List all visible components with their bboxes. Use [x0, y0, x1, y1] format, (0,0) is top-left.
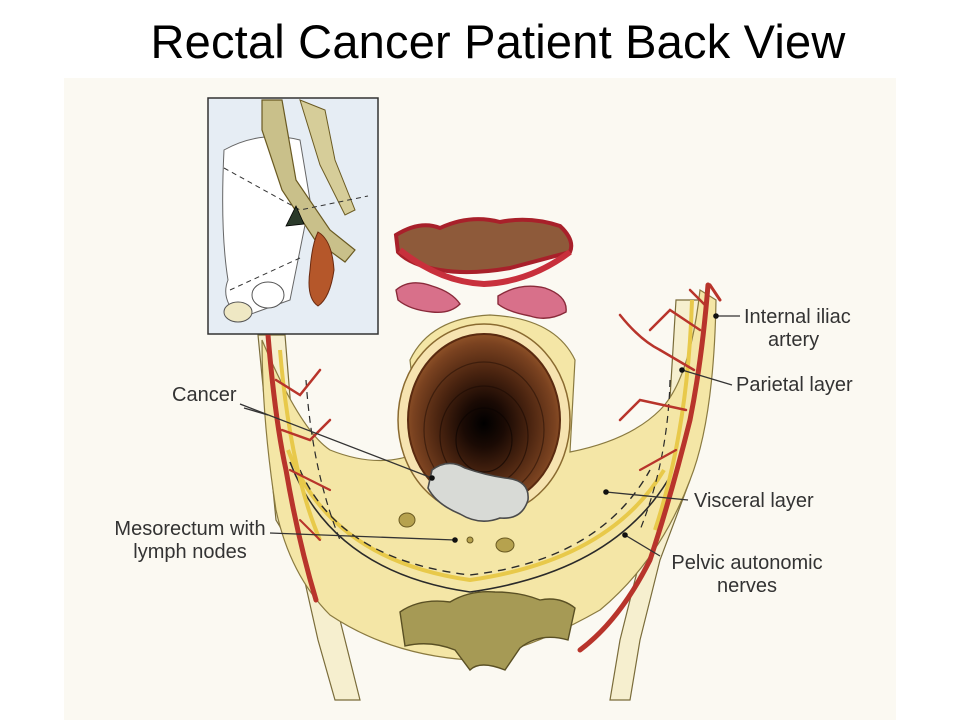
sagittal-inset [207, 97, 379, 335]
label-visceral-layer: Visceral layer [694, 490, 814, 512]
anterior-organs [393, 217, 574, 319]
label-pelvic-autonomic-line1: Pelvic autonomic [671, 552, 823, 574]
label-pelvic-autonomic-nerves: Pelvic autonomic nerves [664, 552, 830, 598]
label-mesorectum-line1: Mesorectum with [114, 518, 266, 540]
sacrum-bone [399, 591, 576, 672]
fascia-layers [278, 299, 694, 593]
label-internal-iliac-artery: Internal iliac artery [744, 306, 851, 352]
slide-title: Rectal Cancer Patient Back View [150, 15, 846, 68]
tumor [427, 462, 529, 522]
leader-lines [239, 315, 740, 557]
lymph-nodes [398, 512, 515, 553]
leader-dots [429, 313, 719, 543]
label-internal-iliac-line1: Internal iliac [744, 306, 851, 328]
arteries [265, 282, 722, 653]
label-cancer: Cancer [172, 384, 237, 406]
label-mesorectum-line2: lymph nodes [133, 541, 247, 563]
label-mesorectum: Mesorectum with lymph nodes [110, 518, 270, 564]
label-parietal-layer: Parietal layer [736, 374, 853, 396]
label-pelvic-autonomic-line2: nerves [716, 575, 778, 597]
label-internal-iliac-line2: artery [768, 329, 820, 351]
